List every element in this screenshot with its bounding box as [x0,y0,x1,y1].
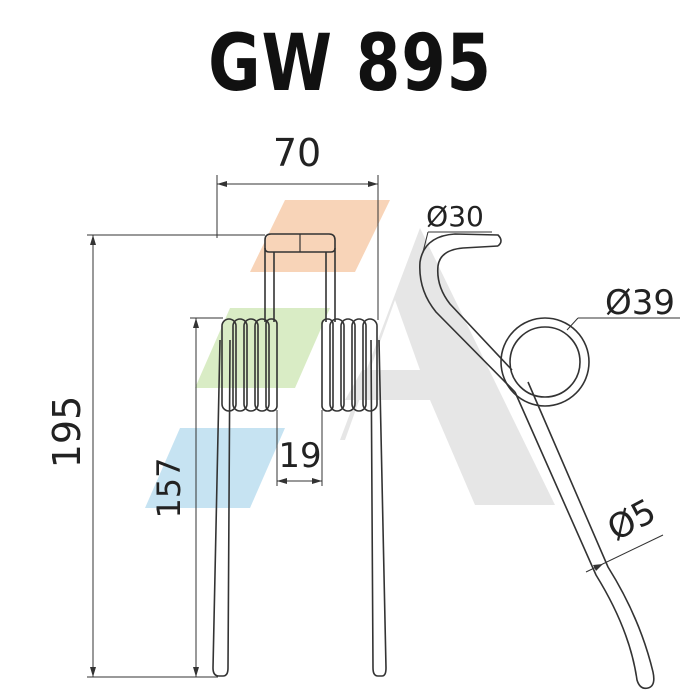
side-view [419,233,655,690]
dim-coil-diameter: Ø39 [605,283,675,323]
dim-overall-width: 70 [273,131,321,175]
side-coil-outer [500,317,590,407]
watermark-stripe-orange [250,200,390,272]
part-number-title: GW 895 [208,19,492,109]
dim-hook-diameter: Ø30 [426,200,484,233]
front-view [212,233,387,677]
watermark-stripe-blue [145,428,285,508]
hook [419,233,516,393]
dim-leg-length: 157 [150,457,188,518]
left-coil [221,318,278,412]
dim-inner-gap: 19 [278,436,321,476]
right-coil [321,318,378,412]
watermark-letter-a [340,228,555,505]
side-coil-inner [509,326,581,398]
dim-wire-diameter: Ø5 [601,491,663,549]
right-tine [370,339,387,677]
dimension-lines [87,175,680,678]
watermark-logo [145,200,555,508]
watermark-stripe-green [195,308,330,388]
side-tine [514,381,655,690]
left-tine [212,339,231,677]
dim-overall-height: 195 [45,396,89,469]
